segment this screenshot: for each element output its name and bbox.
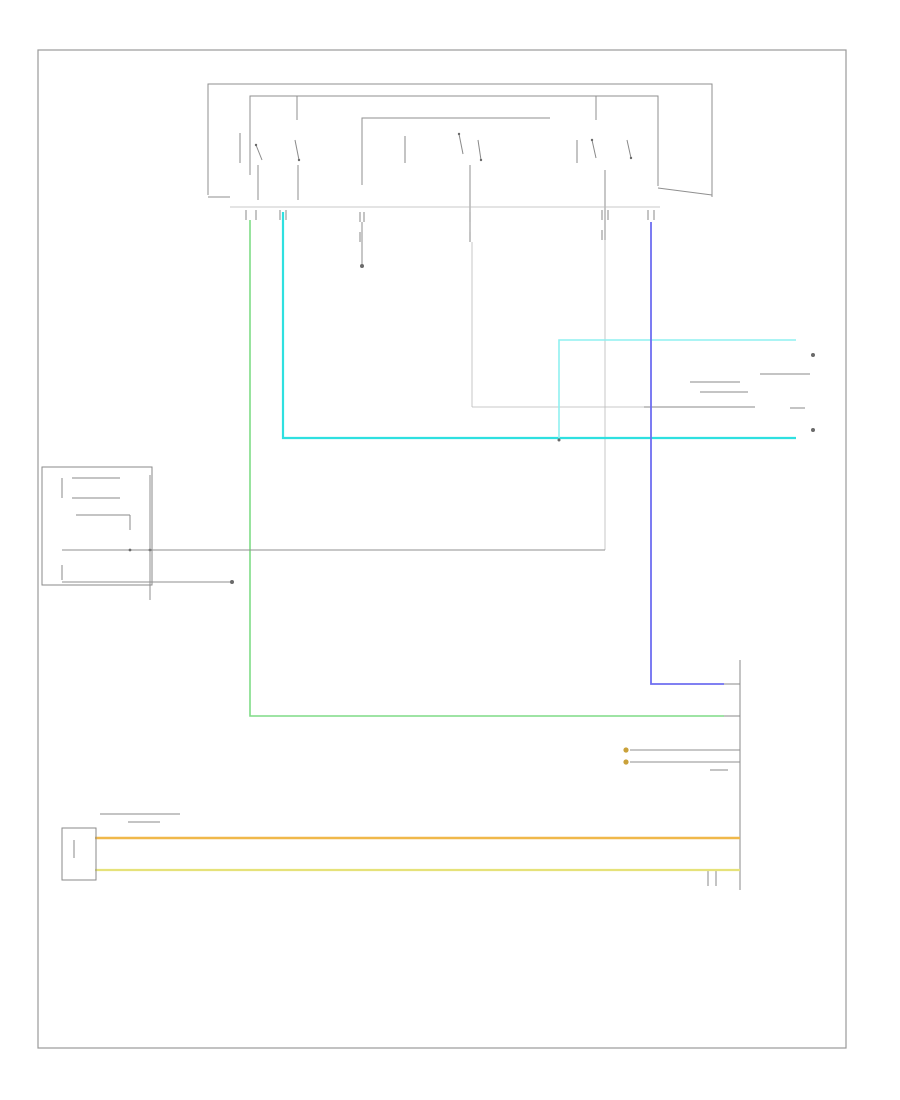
connector-stubs [245,210,655,242]
switch-group-2 [361,117,550,240]
top-harness [207,83,713,198]
cyan-junction [557,438,561,442]
green-wire [249,220,724,717]
left-sensor [41,466,605,600]
switch-group-3 [576,96,633,240]
blue-wire [650,222,724,685]
diagram-frame [37,49,847,1049]
cyan-wire-main [281,212,796,440]
bottom-left-component [61,813,180,881]
ground-symbol [360,222,364,268]
right-component-lines [644,353,815,432]
right-module [623,660,741,890]
switch-group-1 [239,96,301,200]
cyan-wire-loop [558,339,796,438]
